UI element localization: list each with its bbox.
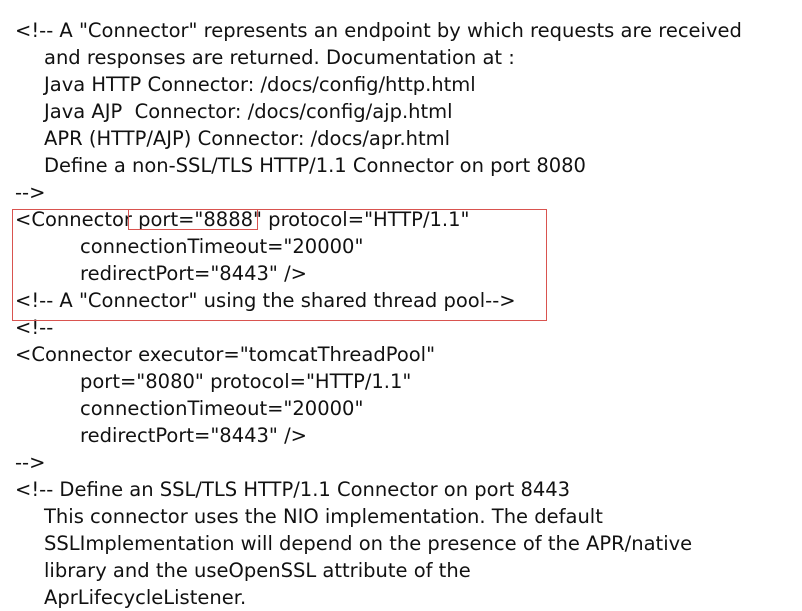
- code-line: <!-- Define an SSL/TLS HTTP/1.1 Connecto…: [15, 478, 571, 501]
- code-line: <Connector port="8888" protocol="HTTP/1.…: [15, 208, 470, 231]
- code-line: APR (HTTP/AJP) Connector: /docs/apr.html: [44, 127, 451, 150]
- code-line: SSLImplementation will depend on the pre…: [44, 532, 693, 555]
- code-line: <!-- A "Connector" using the shared thre…: [15, 289, 516, 312]
- code-line: <!-- A "Connector" represents an endpoin…: [15, 19, 742, 42]
- code-line: This connector uses the NIO implementati…: [44, 505, 603, 528]
- code-line: redirectPort="8443" />: [80, 262, 308, 285]
- code-line: connectionTimeout="20000": [80, 397, 364, 420]
- code-line: redirectPort="8443" />: [80, 424, 308, 447]
- code-line: AprLifecycleListener.: [44, 586, 247, 609]
- code-line: connectionTimeout="20000": [80, 235, 364, 258]
- code-line: -->: [15, 451, 46, 474]
- code-line: and responses are returned. Documentatio…: [44, 46, 515, 69]
- code-line: <Connector executor="tomcatThreadPool": [15, 343, 436, 366]
- code-line: Java HTTP Connector: /docs/config/http.h…: [44, 73, 476, 96]
- code-line: -->: [15, 181, 46, 204]
- code-line: <!--: [15, 316, 54, 339]
- code-line: library and the useOpenSSL attribute of …: [44, 559, 471, 582]
- code-line: port="8080" protocol="HTTP/1.1": [80, 370, 412, 393]
- code-line: Java AJP Connector: /docs/config/ajp.htm…: [44, 100, 453, 123]
- code-line: Define a non-SSL/TLS HTTP/1.1 Connector …: [44, 154, 586, 177]
